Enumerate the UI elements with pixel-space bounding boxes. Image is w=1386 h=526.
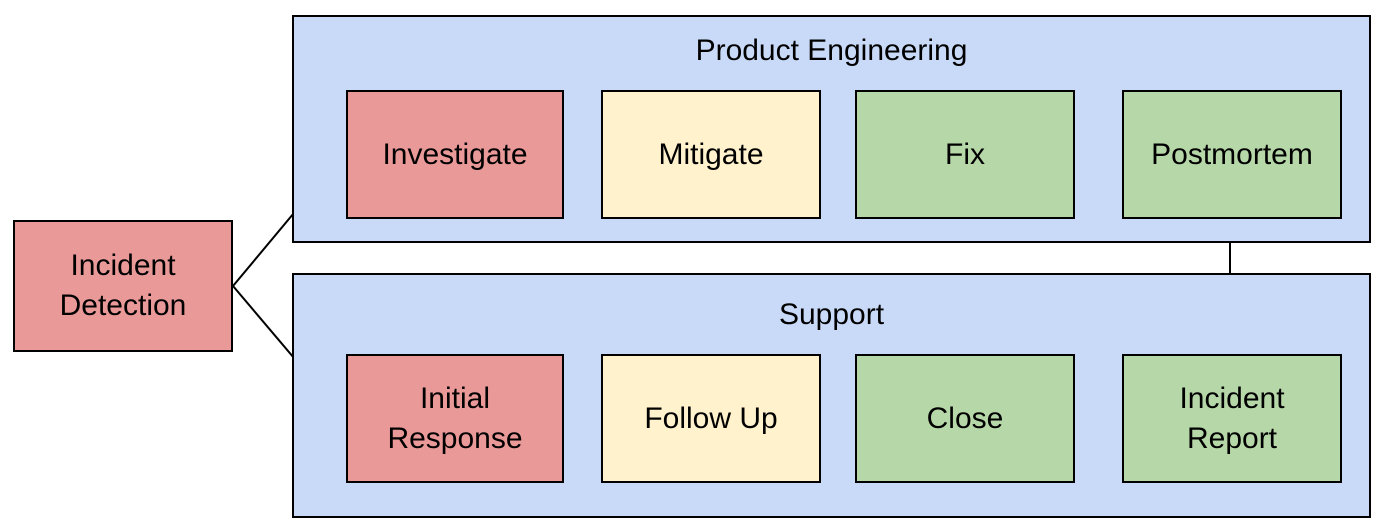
node-mitigate: Mitigate <box>601 90 821 219</box>
node-incident-report: Incident Report <box>1122 354 1342 483</box>
node-follow-up: Follow Up <box>601 354 821 483</box>
node-close: Close <box>855 354 1075 483</box>
lane-support: Support Initial Response Follow Up Close… <box>292 273 1371 518</box>
node-initial-response: Initial Response <box>346 354 564 483</box>
lane-title-support: Support <box>778 298 885 331</box>
node-incident-detection: Incident Detection <box>13 220 233 352</box>
node-fix: Fix <box>855 90 1075 219</box>
node-postmortem: Postmortem <box>1122 90 1342 219</box>
lane-title-product-engineering: Product Engineering <box>695 34 968 67</box>
lane-product-engineering: Product Engineering Investigate Mitigate… <box>292 15 1371 243</box>
node-investigate: Investigate <box>346 90 564 219</box>
